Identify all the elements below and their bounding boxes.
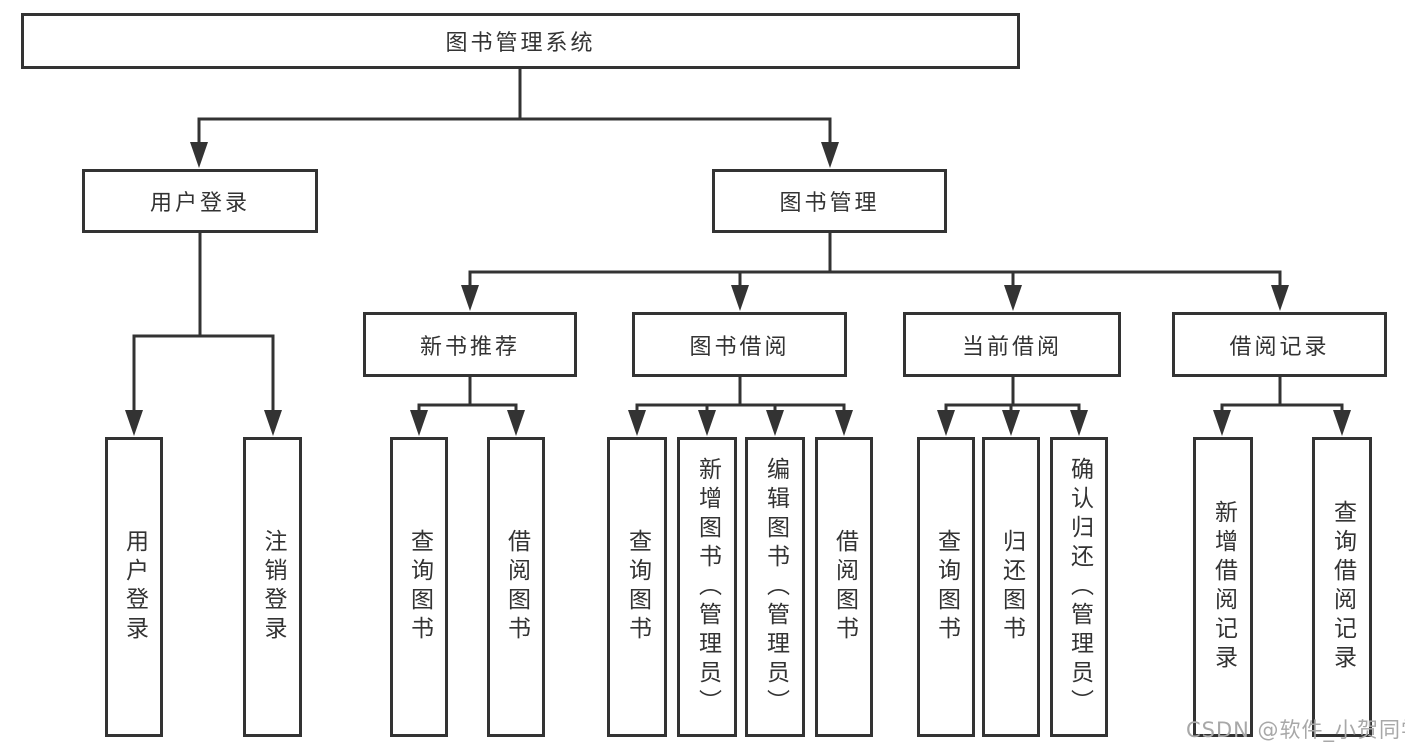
node-label: 归还图书: [998, 529, 1025, 645]
node-label: 借阅记录: [1229, 334, 1330, 360]
node-label: 查询图书: [406, 529, 433, 645]
leaf-edit-books-admin: 编辑图书（管理员）: [745, 437, 805, 737]
node-label: 用户登录: [149, 191, 250, 216]
leaf-logout: 注销登录: [243, 437, 302, 737]
node-label: 图书借阅: [689, 334, 790, 360]
leaf-query-borrow-record: 查询借阅记录: [1312, 437, 1372, 737]
node-label: 当前借阅: [961, 334, 1062, 360]
leaf-borrow-books-recommend: 借阅图书: [487, 437, 545, 737]
leaf-query-books-current: 查询图书: [917, 437, 975, 737]
arrowheads: [125, 142, 1351, 436]
node-label: 用户登录: [121, 529, 148, 645]
leaf-query-books-borrow: 查询图书: [607, 437, 667, 737]
leaf-query-books-recommend: 查询图书: [390, 437, 448, 737]
node-label: 新增借阅记录: [1210, 500, 1237, 674]
node-label: 借阅图书: [503, 529, 530, 645]
leaf-user-login: 用户登录: [105, 437, 163, 737]
node-label: 借阅图书: [831, 529, 858, 645]
node-new-book-recommend: 新书推荐: [363, 312, 577, 377]
leaf-add-books-admin: 新增图书（管理员）: [677, 437, 737, 737]
node-label: 注销登录: [260, 529, 286, 645]
node-book-management: 图书管理: [712, 169, 947, 233]
node-label: 编辑图书（管理员）: [762, 456, 789, 718]
node-current-borrowing: 当前借阅: [903, 312, 1121, 377]
node-label: 查询图书: [933, 529, 960, 645]
csdn-watermark: CSDN @软件_小贺同学: [1186, 718, 1405, 742]
node-label: 新书推荐: [419, 334, 520, 360]
node-label: 图书管理: [779, 191, 880, 216]
node-borrowing-records: 借阅记录: [1172, 312, 1387, 377]
node-user-login: 用户登录: [82, 169, 318, 233]
leaf-add-borrow-record: 新增借阅记录: [1193, 437, 1253, 737]
node-library-management-system: 图书管理系统: [21, 13, 1020, 69]
leaf-borrow-books: 借阅图书: [815, 437, 873, 737]
node-label: 新增图书（管理员）: [694, 456, 721, 718]
node-label: 图书管理系统: [445, 31, 596, 56]
node-label: 确认归还（管理员）: [1066, 456, 1093, 718]
node-book-borrowing: 图书借阅: [632, 312, 847, 377]
leaf-confirm-return-admin: 确认归还（管理员）: [1050, 437, 1108, 737]
node-label: 查询借阅记录: [1329, 500, 1356, 674]
node-label: 查询图书: [624, 529, 651, 645]
leaf-return-books: 归还图书: [982, 437, 1040, 737]
